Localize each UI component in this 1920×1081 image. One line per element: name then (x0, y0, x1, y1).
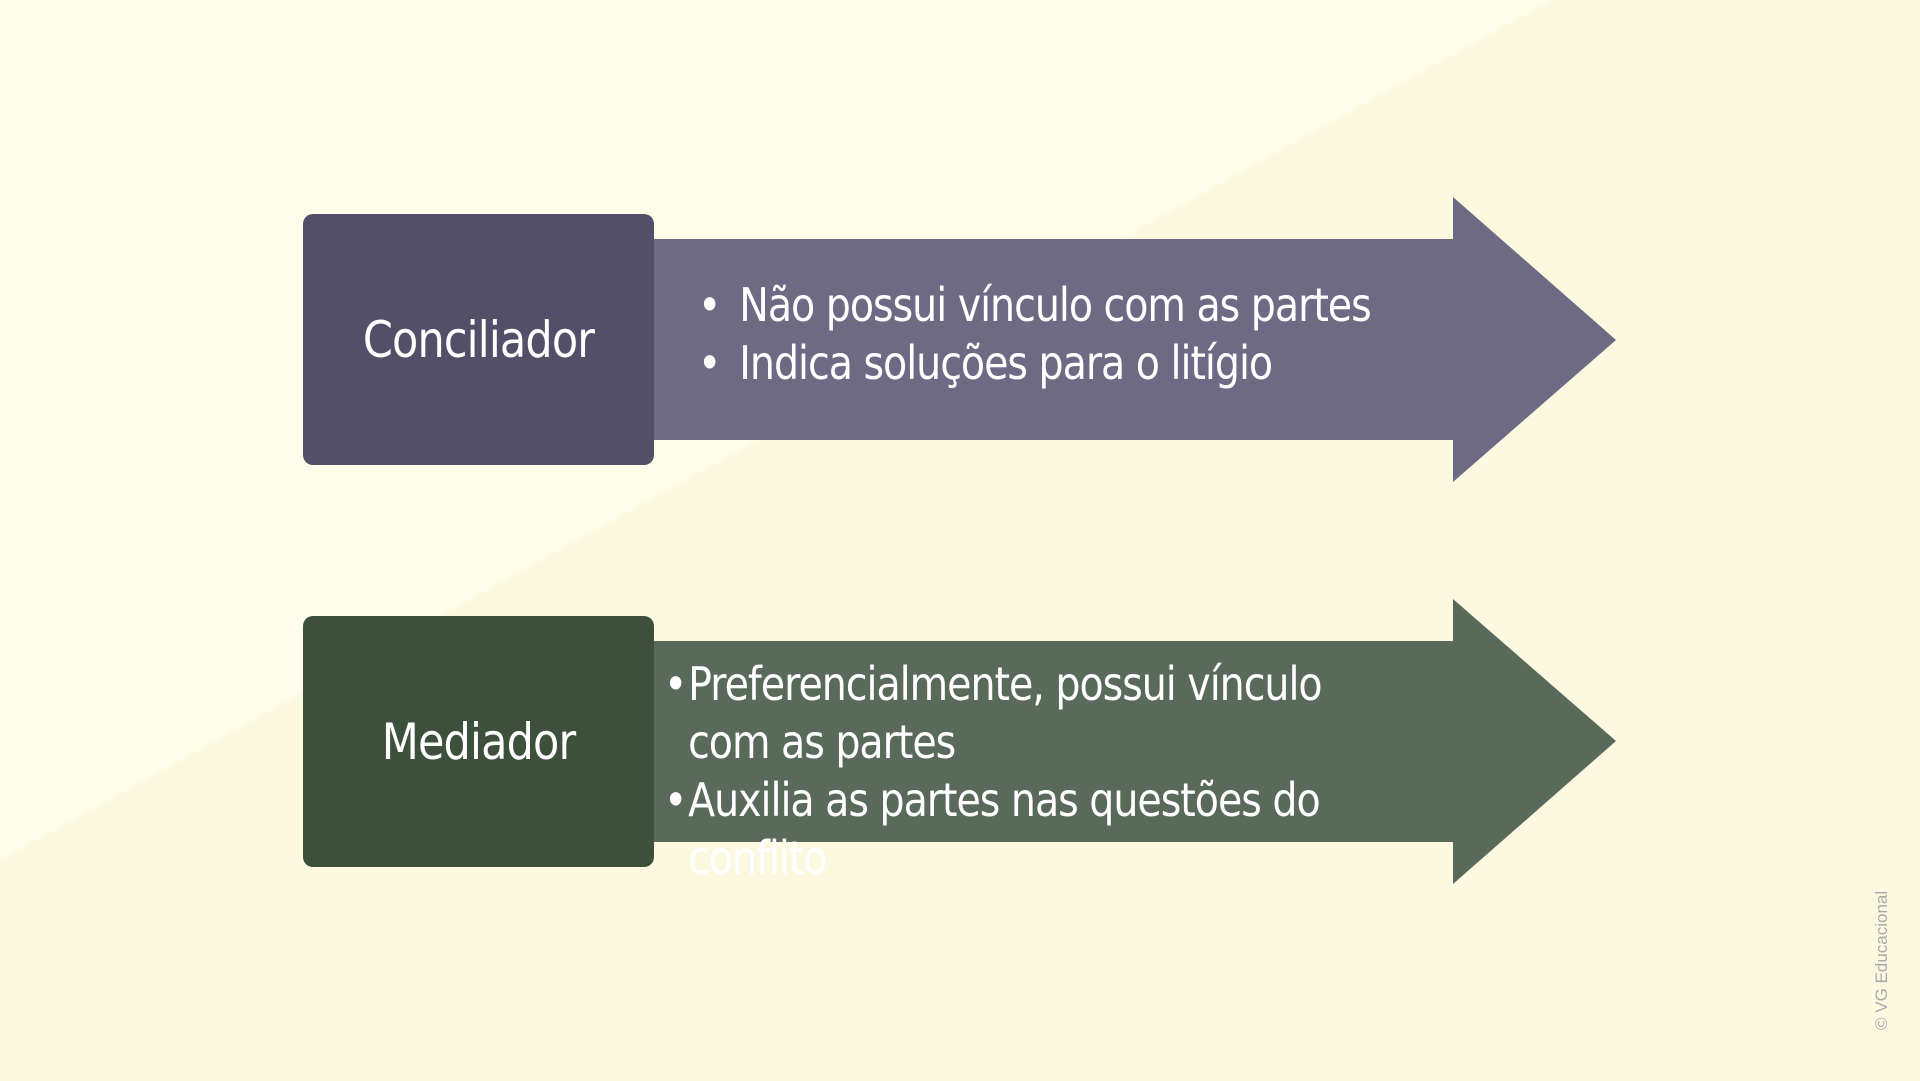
mediador-label: Mediador (381, 712, 576, 771)
bullet-icon: • (664, 657, 687, 711)
mediador-bullet-list: • Preferencialmente, possui vínculo com … (664, 655, 1410, 887)
conciliador-bullet-list: • Não possui vínculo com as partes • Ind… (698, 276, 1372, 392)
list-item: • Preferencialmente, possui vínculo com … (664, 655, 1410, 771)
watermark-copyright: © VG Educacional (1872, 890, 1891, 1030)
bullet-text: Auxilia as partes nas questões do confli… (688, 773, 1321, 885)
conciliador-label: Conciliador (362, 310, 595, 369)
bullet-icon: • (698, 278, 721, 332)
conciliador-box-bg (303, 214, 654, 465)
bullet-text: Indica soluções para o litígio (739, 336, 1273, 390)
conciliador-box: Conciliador (328, 214, 630, 465)
bullet-icon: • (698, 336, 721, 390)
arrow-conciliador (650, 197, 1616, 482)
mediador-box-bg (303, 616, 654, 867)
list-item: • Não possui vínculo com as partes (698, 276, 1372, 334)
bullet-text: Não possui vínculo com as partes (739, 278, 1371, 332)
list-item: • Indica soluções para o litígio (698, 334, 1371, 392)
bullet-icon: • (664, 773, 687, 827)
mediador-box: Mediador (328, 616, 630, 867)
list-item: • Auxilia as partes nas questões do conf… (664, 771, 1410, 887)
bullet-text: Preferencialmente, possui vínculo com as… (688, 657, 1323, 769)
arrow-mediador (650, 599, 1616, 884)
